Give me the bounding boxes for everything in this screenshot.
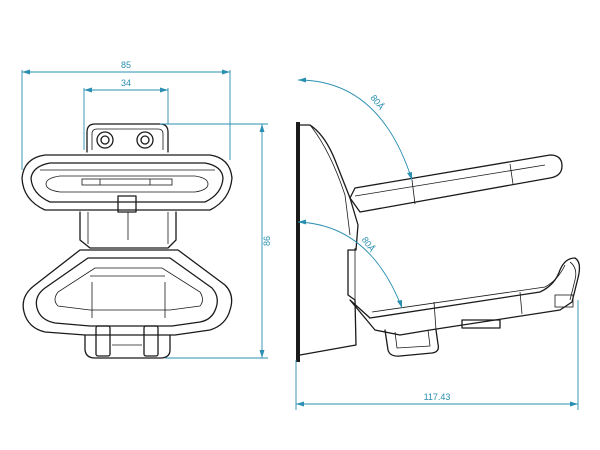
side-depth-label: 117.43 bbox=[424, 392, 451, 402]
overall-width-label: 85 bbox=[121, 60, 131, 70]
dimension-overall-height: 86 bbox=[160, 123, 272, 359]
side-view bbox=[296, 122, 581, 362]
side-upper-arm bbox=[349, 154, 563, 213]
front-neck bbox=[79, 211, 177, 249]
dimensions: 85 34 86 80Å bbox=[21, 60, 579, 410]
side-wall-mount bbox=[296, 122, 359, 362]
side-lower-arm bbox=[349, 257, 581, 357]
inner-width-label: 34 bbox=[121, 78, 131, 88]
overall-height-label: 86 bbox=[262, 236, 272, 246]
dimension-inner-width: 34 bbox=[83, 78, 169, 150]
front-view bbox=[21, 123, 233, 359]
lower-arm-angle-label: 80Å bbox=[360, 235, 377, 254]
front-upper-band bbox=[21, 154, 233, 213]
front-bottom-clip bbox=[84, 325, 171, 359]
dimension-side-depth: 117.43 bbox=[295, 300, 579, 410]
front-top-clip bbox=[86, 123, 169, 153]
dimension-overall-width: 85 bbox=[21, 60, 231, 170]
front-lower-body bbox=[22, 249, 233, 336]
